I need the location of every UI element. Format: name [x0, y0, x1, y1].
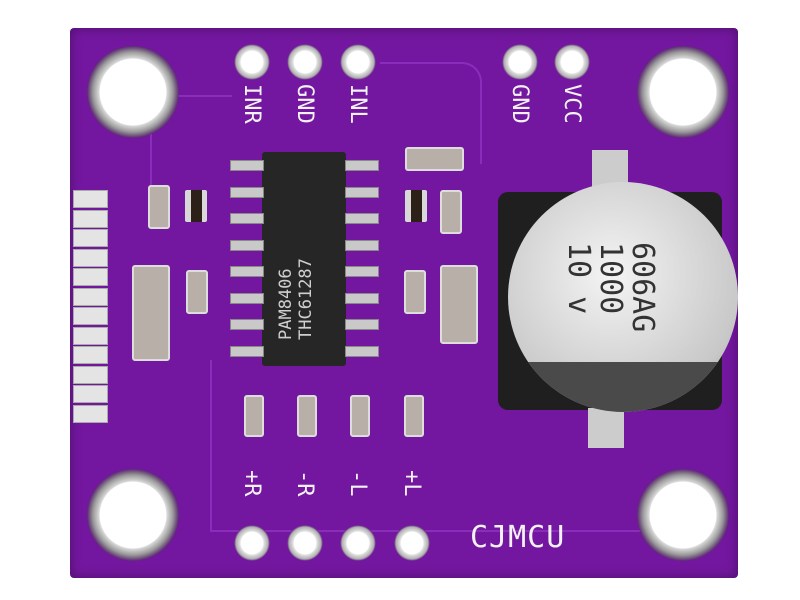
capacitor-lead [588, 408, 624, 448]
pad-vcc[interactable] [554, 44, 590, 80]
pad-inl[interactable] [340, 44, 376, 80]
chip-model: PAM8406 [276, 268, 296, 340]
label-gnd-2: GND [507, 84, 532, 124]
capacitor-capacitance: 1000 [593, 242, 628, 315]
label-minus-r: -R [292, 470, 317, 497]
edge-pad [73, 190, 108, 208]
label-vcc: VCC [559, 84, 584, 124]
chip-pin [345, 266, 379, 277]
capacitor-smd [244, 395, 264, 437]
amplifier-chip [262, 152, 346, 366]
chip-pin [345, 239, 379, 251]
chip-pin [230, 160, 264, 171]
edge-pad [73, 287, 108, 306]
pad-inr[interactable] [234, 44, 270, 80]
pad-gnd-2[interactable] [502, 44, 538, 80]
edge-pad [73, 209, 108, 228]
chip-pin [345, 160, 379, 171]
chip-pin [230, 345, 264, 357]
label-plus-r: +R [239, 470, 264, 497]
capacitor-smd [404, 270, 426, 314]
chip-pin [345, 186, 379, 198]
capacitor-smd [350, 395, 370, 437]
capacitor-smd [440, 190, 462, 234]
label-plus-l: +L [399, 470, 424, 497]
edge-pad [73, 365, 108, 384]
chip-pin [345, 345, 379, 357]
chip-pin [230, 186, 264, 198]
pad-minus-r[interactable] [287, 525, 323, 561]
edge-pad [73, 404, 108, 423]
trace [210, 360, 712, 532]
trace [150, 95, 232, 187]
capacitor-smd [132, 265, 170, 361]
chip-pin [230, 292, 264, 304]
edge-pad [73, 229, 108, 247]
capacitor-polarity-band [508, 362, 738, 412]
pad-plus-r[interactable] [234, 525, 270, 561]
label-inr: INR [239, 84, 264, 124]
chip-pin [345, 292, 379, 304]
trace [380, 62, 482, 164]
capacitor-voltage: 10 v [561, 242, 596, 315]
pad-gnd[interactable] [287, 44, 323, 80]
pad-plus-l[interactable] [394, 525, 430, 561]
chip-pin [230, 239, 264, 251]
brand-label: CJMCU [470, 520, 566, 555]
capacitor-smd [186, 270, 208, 314]
label-minus-l: -L [345, 470, 370, 497]
mounting-hole [637, 46, 729, 138]
chip-marking: PAM8406 THC61287 [276, 258, 316, 340]
chip-pin [230, 213, 264, 224]
capacitor-smd [148, 185, 170, 229]
chip-pin [230, 266, 264, 277]
resistor [405, 190, 427, 222]
capacitor-code: 606AG [625, 242, 660, 333]
edge-pad [73, 307, 108, 325]
mounting-hole [87, 46, 179, 138]
capacitor-smd [405, 147, 464, 171]
pad-minus-l[interactable] [340, 525, 376, 561]
capacitor-smd [297, 395, 317, 437]
label-inl: INL [345, 84, 370, 124]
mounting-hole [637, 469, 729, 561]
edge-pad [73, 248, 108, 267]
chip-pin [345, 319, 379, 330]
capacitor-smd [404, 395, 424, 437]
chip-lot: THC61287 [296, 258, 316, 340]
edge-pad [73, 326, 108, 345]
chip-pin [345, 213, 379, 224]
mounting-hole [87, 469, 179, 561]
label-gnd: GND [292, 84, 317, 124]
capacitor-smd [440, 265, 478, 344]
resistor [185, 190, 207, 222]
chip-pin [230, 319, 264, 330]
edge-pad [73, 268, 108, 286]
edge-pad [73, 346, 108, 364]
edge-pad [73, 385, 108, 403]
